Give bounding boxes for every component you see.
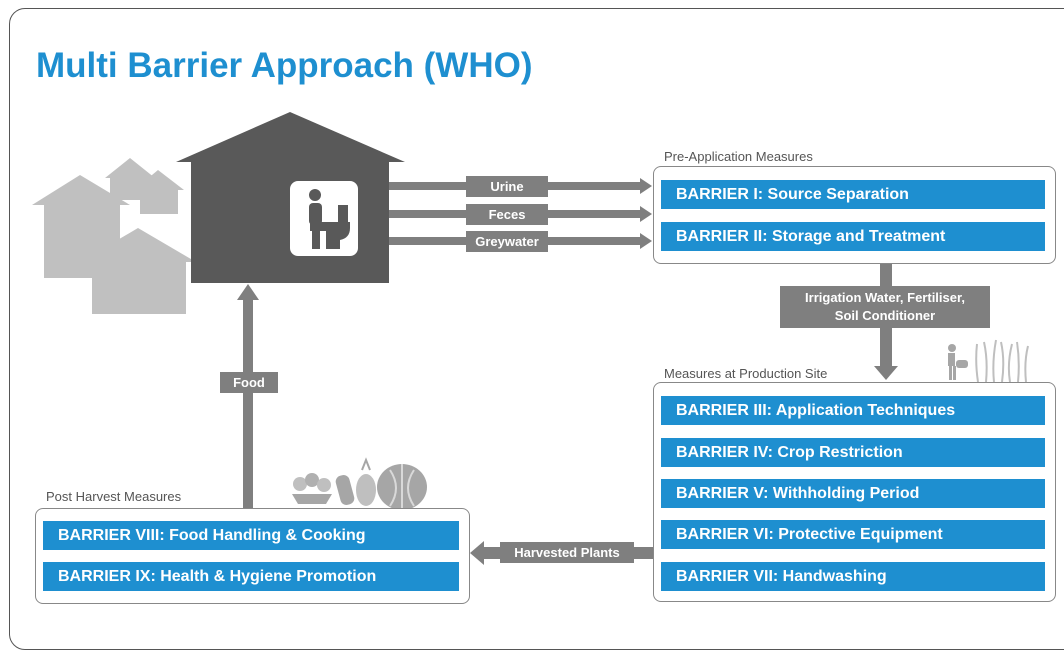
- diagram-graphics: [32, 112, 1029, 565]
- barrier-4: BARRIER IV: Crop Restriction: [661, 438, 1045, 467]
- barrier-6: BARRIER VI: Protective Equipment: [661, 520, 1045, 549]
- post-harvest-label: Post Harvest Measures: [46, 489, 182, 504]
- background-houses-icon: [32, 158, 196, 314]
- urine-label: Urine: [466, 176, 548, 197]
- barrier-2: BARRIER II: Storage and Treatment: [661, 222, 1045, 251]
- food-label: Food: [220, 372, 278, 393]
- barrier-1: BARRIER I: Source Separation: [661, 180, 1045, 209]
- barrier-5: BARRIER V: Withholding Period: [661, 479, 1045, 508]
- production-site-label: Measures at Production Site: [664, 366, 828, 381]
- pre-application-label: Pre-Application Measures: [664, 149, 813, 164]
- harvested-plants-label: Harvested Plants: [500, 542, 634, 563]
- barrier-3: BARRIER III: Application Techniques: [661, 396, 1045, 425]
- food-arrow: [237, 284, 259, 508]
- greywater-label: Greywater: [466, 231, 548, 252]
- crops-icon: [975, 339, 1029, 383]
- barrier-9: BARRIER IX: Health & Hygiene Promotion: [43, 562, 459, 591]
- irrigation-label-line2: Soil Conditioner: [834, 308, 936, 323]
- irrigation-label: Irrigation Water, Fertiliser, Soil Condi…: [780, 286, 990, 328]
- page-title: Multi Barrier Approach (WHO): [36, 46, 533, 85]
- barrier-8: BARRIER VIII: Food Handling & Cooking: [43, 521, 459, 550]
- toilet-icon: [290, 181, 358, 256]
- vegetables-icon: [292, 457, 427, 510]
- barrier-7: BARRIER VII: Handwashing: [661, 562, 1045, 591]
- feces-label: Feces: [466, 204, 548, 225]
- farmer-icon: [948, 344, 968, 380]
- irrigation-label-line1: Irrigation Water, Fertiliser,: [805, 290, 965, 305]
